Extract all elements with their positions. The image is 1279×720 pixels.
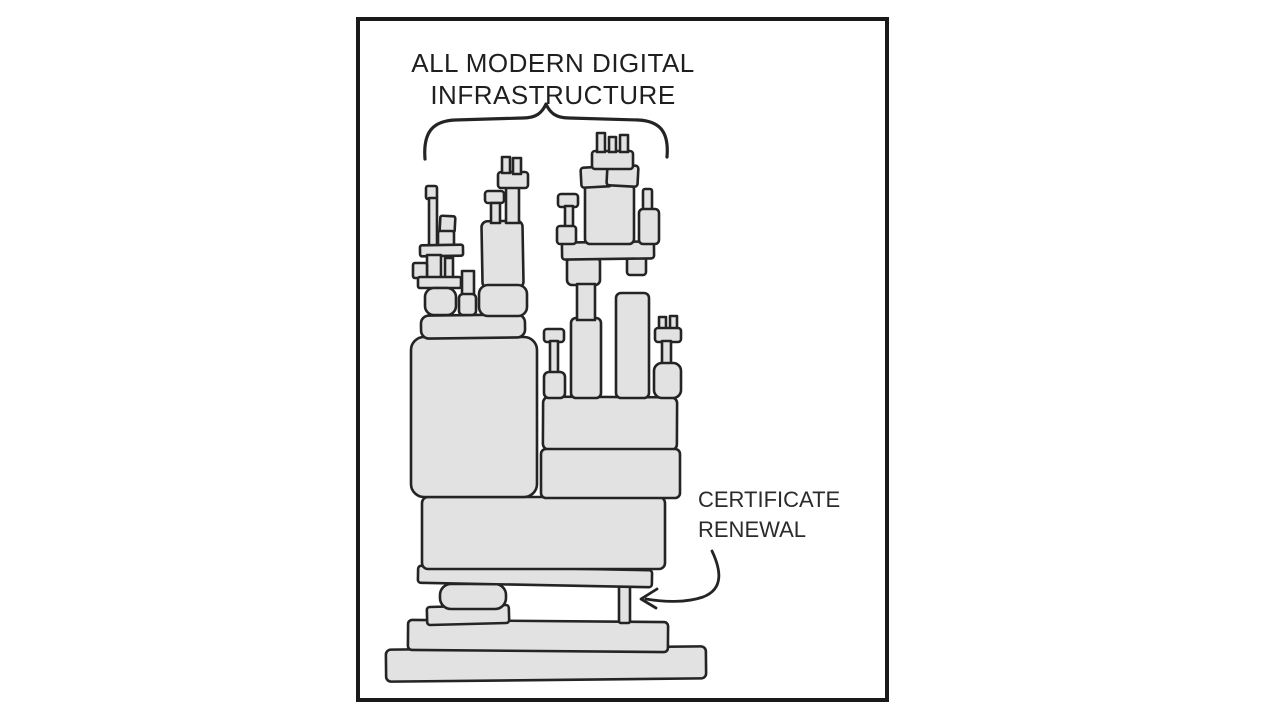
annotation-arrow-icon — [644, 549, 721, 603]
right-block-upper — [541, 395, 679, 452]
column-left — [569, 316, 603, 400]
annotation-arrowhead-icon — [639, 587, 659, 610]
curly-brace-icon — [423, 102, 669, 161]
block-tower — [384, 131, 708, 683]
rt-peg-base — [637, 207, 661, 246]
left-support-round — [438, 582, 508, 611]
middle-slab — [420, 495, 667, 571]
annotation-line2: RENEWAL — [698, 517, 806, 542]
right-block-lower — [539, 447, 682, 500]
lt-peg — [511, 156, 523, 176]
comic-title-line1: ALL MODERN DIGITAL — [411, 48, 695, 78]
bolt2-base — [652, 361, 683, 400]
bolt-stem — [548, 339, 560, 377]
lt-bolt-head — [483, 189, 506, 205]
certificate-renewal-peg — [617, 582, 632, 625]
rt-main-block — [583, 182, 636, 246]
rt-top-peg — [618, 133, 630, 154]
lt-column — [504, 184, 521, 225]
lt-main-base — [477, 283, 529, 318]
base-plank-upper — [406, 618, 670, 654]
left-big-block — [409, 335, 539, 499]
lt-main-block — [480, 219, 525, 290]
rt-bolt-base — [555, 224, 578, 246]
rt-top-peg — [607, 135, 618, 154]
fl-plank2 — [416, 275, 463, 290]
fl-column — [425, 253, 443, 280]
fl-stick — [427, 196, 439, 248]
rt-left-column — [575, 282, 597, 322]
annotation-line1: CERTIFICATE — [698, 487, 840, 512]
lt-peg — [500, 155, 512, 175]
fl-stick2 — [443, 256, 455, 280]
left-top-plank — [419, 313, 527, 340]
bolt-base — [542, 370, 567, 400]
fl-round-base — [423, 286, 458, 317]
rt-top-peg — [595, 131, 607, 154]
mini-column-base — [457, 292, 478, 317]
rt-top-plank — [590, 149, 635, 171]
column-right — [614, 291, 651, 400]
rt-left-block — [565, 255, 602, 287]
lt-bolt-stem — [489, 201, 502, 225]
comic-title-line2: INFRASTRUCTURE — [430, 80, 675, 110]
